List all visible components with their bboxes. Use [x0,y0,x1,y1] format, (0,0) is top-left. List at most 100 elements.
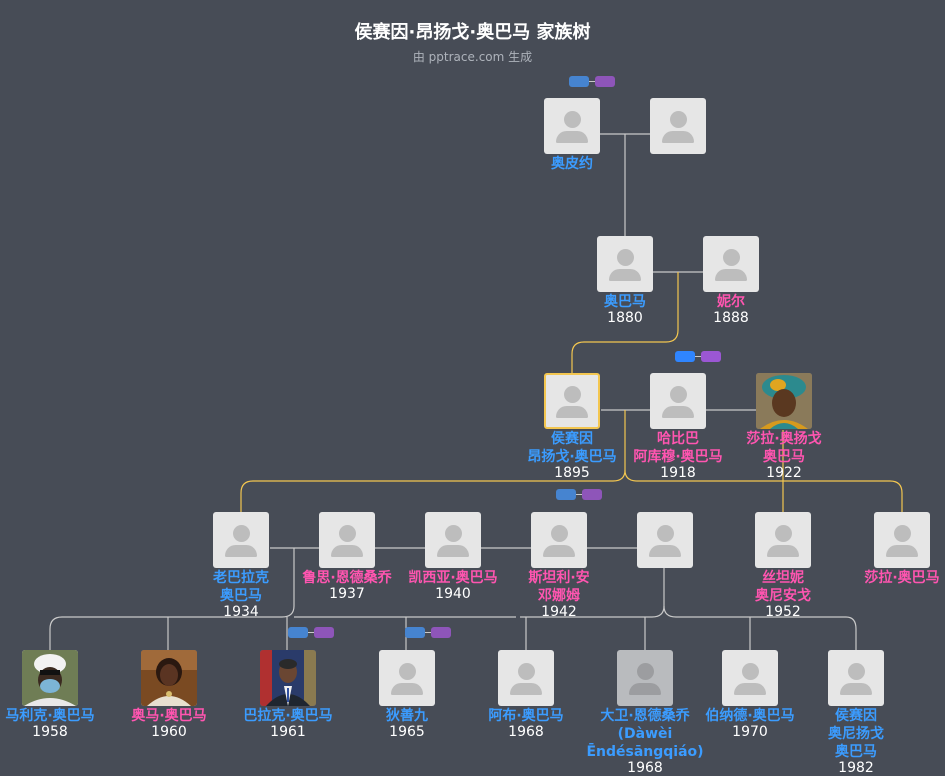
person-name[interactable]: 昂扬戈·奥巴马 [527,449,617,465]
person-avatar-icon[interactable] [874,512,930,568]
marriage-toggle[interactable] [569,73,617,89]
person-name[interactable]: 狄善九 [386,708,428,724]
person-name[interactable]: 马利克·奥巴马 [5,708,95,724]
person-name[interactable]: 莎拉·奥扬戈 [746,431,822,447]
person-name[interactable]: 奥皮约 [551,156,593,172]
person-node[interactable]: 莎拉·奥巴马 [842,512,945,586]
person-avatar-icon[interactable] [828,650,884,706]
person-avatar-icon[interactable] [755,512,811,568]
marriage-toggle[interactable] [556,486,604,502]
person-name[interactable]: 老巴拉克 [213,570,269,586]
person-birth-year: 1895 [554,465,590,481]
person-name[interactable]: 侯赛因 [835,708,877,724]
person-name[interactable]: 邓娜姆 [538,588,580,604]
person-name[interactable]: 大卫·恩德桑乔 [600,708,690,724]
person-name[interactable]: 凯西亚·奥巴马 [408,570,498,586]
person-birth-year: 1952 [765,604,801,620]
person-birth-year: 1940 [435,586,471,602]
person-birth-year: 1968 [627,760,663,776]
person-avatar-icon[interactable] [597,236,653,292]
person-avatar-icon[interactable] [498,650,554,706]
person-photo[interactable] [141,650,197,706]
person-birth-year: 1888 [713,310,749,326]
person-name[interactable]: 鲁思·恩德桑乔 [302,570,392,586]
person-avatar-icon[interactable] [617,650,673,706]
person-birth-year: 1918 [660,465,696,481]
person-photo[interactable] [260,650,316,706]
person-name[interactable]: (Dàwèi [617,726,673,742]
marriage-toggle[interactable] [288,624,336,640]
marriage-toggle[interactable] [405,624,453,640]
person-name[interactable]: 斯坦利·安 [528,570,590,586]
person-node[interactable] [605,512,725,568]
person-name[interactable]: 伯纳德·奥巴马 [705,708,795,724]
person-avatar-icon[interactable] [531,512,587,568]
person-avatar-icon[interactable] [637,512,693,568]
person-name[interactable]: 丝坦妮 [762,570,804,586]
person-birth-year: 1937 [329,586,365,602]
person-name[interactable]: 奥尼扬戈 [828,726,884,742]
person-birth-year: 1958 [32,724,68,740]
person-avatar-icon[interactable] [319,512,375,568]
person-name[interactable]: 莎拉·奥巴马 [864,570,940,586]
person-name[interactable]: 巴拉克·奥巴马 [243,708,333,724]
person-avatar-icon[interactable] [544,98,600,154]
person-photo[interactable] [22,650,78,706]
person-avatar-icon[interactable] [544,373,600,429]
person-avatar-icon[interactable] [703,236,759,292]
person-birth-year: 1965 [389,724,425,740]
page-subtitle: 由 pptrace.com 生成 [412,50,533,64]
person-name[interactable]: 妮尔 [717,294,745,310]
person-name[interactable]: 阿库穆·奥巴马 [633,449,723,465]
person-birth-year: 1934 [223,604,259,620]
person-avatar-icon[interactable] [379,650,435,706]
person-name[interactable]: 阿布·奥巴马 [488,708,564,724]
person-avatar-icon[interactable] [425,512,481,568]
person-birth-year: 1942 [541,604,577,620]
marriage-toggle[interactable] [675,348,723,364]
person-name[interactable]: 奥尼安戈 [755,588,811,604]
person-name[interactable]: 奥马·奥巴马 [131,708,207,724]
person-avatar-icon[interactable] [722,650,778,706]
person-node[interactable] [618,98,738,154]
page-title: 侯赛因·昂扬戈·奥巴马 家族树 [354,22,591,43]
person-birth-year: 1922 [766,465,802,481]
person-avatar-icon[interactable] [213,512,269,568]
tree-header: 侯赛因·昂扬戈·奥巴马 家族树 由 pptrace.com 生成 [0,18,945,65]
person-node[interactable]: 奥皮约 [512,98,632,172]
person-birth-year: 1970 [732,724,768,740]
person-birth-year: 1968 [508,724,544,740]
person-avatar-icon[interactable] [650,98,706,154]
person-name[interactable]: 奥巴马 [220,588,262,604]
person-birth-year: 1961 [270,724,306,740]
person-name[interactable]: Ēndésāngqiáo) [586,744,704,760]
person-name[interactable]: 侯赛因 [551,431,593,447]
person-avatar-icon[interactable] [650,373,706,429]
person-birth-year: 1960 [151,724,187,740]
person-name[interactable]: 奥巴马 [835,744,877,760]
person-birth-year: 1880 [607,310,643,326]
person-birth-year: 1982 [838,760,874,776]
person-name[interactable]: 哈比巴 [657,431,699,447]
person-name[interactable]: 奥巴马 [604,294,646,310]
person-name[interactable]: 奥巴马 [763,449,805,465]
person-photo[interactable] [756,373,812,429]
